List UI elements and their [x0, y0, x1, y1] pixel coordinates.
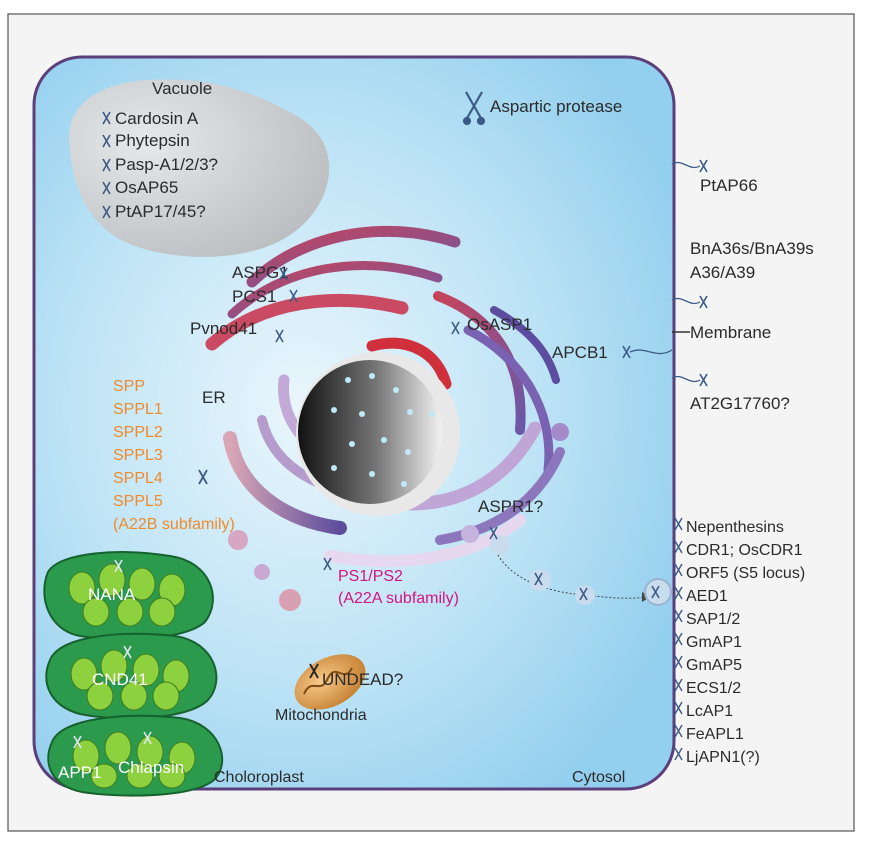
osasp1-label: OsASP1 [467, 315, 532, 334]
chloroplast-label: CND41 [92, 670, 148, 689]
list-item: OsAP65 [115, 178, 178, 197]
apcb1-label: APCB1 [552, 343, 608, 362]
list-item: GmAP5 [686, 657, 742, 674]
list-item: PtAP17/45? [115, 202, 206, 221]
list-item: ORF5 (S5 locus) [686, 565, 805, 582]
at2g-label: AT2G17760? [690, 394, 790, 413]
list-item: CDR1; OsCDR1 [686, 542, 803, 559]
cytosol-list: Nepenthesins CDR1; OsCDR1 ORF5 (S5 locus… [686, 519, 805, 766]
list-item: FeAPL1 [686, 726, 744, 743]
bna-sub-label: A36/A39 [690, 263, 755, 282]
scissors-icon [275, 267, 460, 343]
list-item: LjAPN1(?) [686, 749, 760, 766]
chloroplast-nana [43, 551, 214, 641]
mito-label: Mitochondria [275, 707, 367, 724]
list-item: SPPL3 [113, 447, 163, 464]
scissors-icon [489, 526, 660, 601]
choloroplast-label: Choloroplast [214, 769, 304, 786]
scissors-icon [198, 469, 208, 485]
chloroplast-label: Chlapsin [118, 758, 184, 777]
scissors-icon [323, 557, 332, 571]
scissors-icon [674, 517, 683, 761]
endomembrane-system [205, 225, 565, 568]
list-item: (A22B subfamily) [113, 516, 235, 533]
list-item: GmAP1 [686, 634, 742, 651]
membrane-label: Membrane [690, 323, 771, 342]
aspg1-label: ASPG1 [232, 263, 289, 282]
list-item: AED1 [686, 588, 728, 605]
scissors-icon [102, 111, 111, 219]
list-item: Nepenthesins [686, 519, 784, 536]
list-item: Pasp-A1/2/3? [115, 155, 218, 174]
list-item: Phytepsin [115, 131, 190, 150]
list-item: SPP [113, 378, 145, 395]
chloroplast-app1 [47, 714, 224, 797]
vacuole [68, 79, 330, 257]
bna-label: BnA36s/BnA39s [690, 239, 814, 258]
pvnod41-label: Pvnod41 [190, 319, 257, 338]
list-item: SPPL5 [113, 493, 163, 510]
scissors-icon [73, 559, 152, 749]
list-item: SPPL4 [113, 470, 163, 487]
ps-subfamily-label: (A22A subfamily) [338, 590, 459, 607]
list-item: SPPL1 [113, 401, 163, 418]
vacuole-title: Vacuole [152, 79, 212, 98]
scissors-icon [622, 159, 708, 387]
list-item: Cardosin A [115, 109, 199, 128]
chloroplast-cnd41 [45, 632, 218, 720]
list-item: LcAP1 [686, 703, 733, 720]
ps-label: PS1/PS2 [338, 568, 403, 585]
chloroplast-label: APP1 [58, 763, 101, 782]
legend-label: Aspartic protease [490, 97, 622, 116]
pcs1-label: PCS1 [232, 287, 276, 306]
aspartic-protease-icon [462, 91, 486, 126]
cytosol-label: Cytosol [572, 769, 625, 786]
membrane-anchors [629, 161, 701, 383]
list-item: SAP1/2 [686, 611, 740, 628]
vesicles [228, 423, 569, 611]
aspr1-label: ASPR1? [478, 497, 543, 516]
list-item: ECS1/2 [686, 680, 741, 697]
nucleus [296, 352, 460, 516]
ptap66-label: PtAP66 [700, 176, 758, 195]
er-label: ER [202, 388, 226, 407]
chloroplast-label: NANA [88, 585, 136, 604]
spp-list: SPP SPPL1 SPPL2 SPPL3 SPPL4 SPPL5 (A22B … [113, 378, 235, 533]
scissors-icon [309, 663, 319, 679]
list-item: SPPL2 [113, 424, 163, 441]
mito-protein-label: UNDEAD? [322, 670, 403, 689]
vacuole-list: Cardosin A Phytepsin Pasp-A1/2/3? OsAP65… [115, 109, 218, 221]
